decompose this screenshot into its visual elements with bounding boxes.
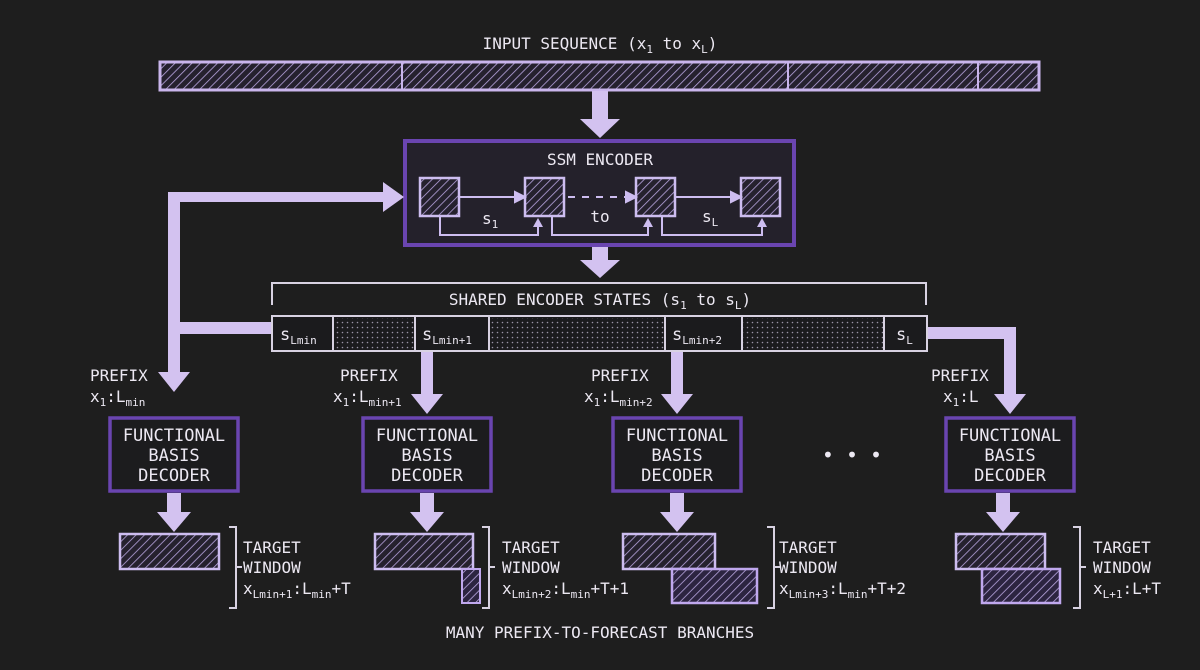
state-label-s1: s1 [482, 209, 498, 231]
target-label: WINDOW [779, 558, 837, 577]
ssm-state-cell [634, 176, 677, 218]
arrow-up-icon [757, 218, 767, 227]
target-label: WINDOW [243, 558, 301, 577]
target-window-shift [670, 567, 759, 605]
input-sequence-title: INPUT SEQUENCE (x1 to xL) [483, 34, 718, 56]
target-label: WINDOW [502, 558, 560, 577]
decoder-label-line: FUNCTIONAL [376, 426, 478, 446]
target-range: xLmin+3:Lmin+T+2 [779, 579, 906, 601]
branch: PREFIX x1:Lmin FUNCTIONAL BASIS DECODER … [90, 366, 351, 609]
branch: PREFIX x1:Lmin+1 FUNCTIONAL BASIS DECODE… [333, 366, 629, 609]
target-range: xLmin+1:Lmin+T [243, 579, 351, 601]
arrow-down-icon [411, 352, 443, 414]
prefix-label: PREFIX [931, 366, 989, 385]
state-label-to: to [590, 207, 609, 226]
prefix-label: PREFIX [90, 366, 148, 385]
decoder-label-line: FUNCTIONAL [959, 426, 1061, 446]
decoder-label-line: FUNCTIONAL [626, 426, 728, 446]
skip-connection [661, 217, 763, 236]
target-range: xL+1:L+T [1093, 579, 1161, 601]
arrow-down-icon [580, 247, 620, 278]
input-sequence-bar [158, 60, 1041, 92]
ssm-state-cell [418, 176, 461, 218]
ssm-state-cell [739, 176, 782, 218]
arrow-down-icon [157, 493, 191, 532]
footer-caption: MANY PREFIX-TO-FORECAST BRANCHES [446, 623, 754, 642]
shared-states-row: sLmin sLmin+1 sLmin+2 sL [271, 315, 928, 352]
arrow-up-icon [643, 218, 653, 227]
state-label-sL: sL [702, 207, 719, 229]
target-bracket [1073, 526, 1081, 609]
target-bracket [767, 526, 775, 609]
decoder-label-line: DECODER [138, 466, 210, 486]
state-cell-label: sLmin+2 [672, 325, 722, 347]
functional-basis-decoder [944, 416, 1076, 493]
shared-states-title: SHARED ENCODER STATES (s1 to sL) [449, 290, 751, 312]
target-bracket [229, 526, 237, 609]
prefix-range: x1:Lmin [90, 387, 145, 409]
states-gap-fill [489, 318, 665, 349]
states-gap-fill [333, 318, 415, 349]
ssm-state-cell [523, 176, 566, 218]
ssm-encoder-title: SSM ENCODER [547, 150, 653, 169]
skip-connection [551, 217, 649, 236]
skip-connection [439, 217, 539, 236]
state-cell-label: sL [896, 325, 913, 347]
target-window-block [373, 532, 475, 571]
prefix-label: PREFIX [340, 366, 398, 385]
state-cell-label: sLmin+1 [422, 325, 472, 347]
target-range: xLmin+2:Lmin+T+1 [502, 579, 629, 601]
target-label: TARGET [502, 538, 560, 557]
arrow-down-icon [158, 372, 190, 392]
functional-basis-decoder [108, 416, 240, 493]
functional-basis-decoder [361, 416, 493, 493]
branch: PREFIX x1:L FUNCTIONAL BASIS DECODER TAR… [931, 366, 1161, 609]
arrow-right-icon [730, 190, 744, 204]
target-label: WINDOW [1093, 558, 1151, 577]
arrow-down-icon [661, 352, 693, 414]
functional-basis-decoder [611, 416, 743, 493]
target-window-block [954, 532, 1047, 571]
arrow-down-icon [986, 493, 1020, 532]
shared-states-bracket [271, 282, 927, 305]
branch: PREFIX x1:Lmin+2 FUNCTIONAL BASIS DECODE… [584, 366, 906, 609]
decoder-label-line: BASIS [651, 446, 702, 466]
arrow-right-icon [625, 190, 639, 204]
arrow-down-icon [660, 493, 694, 532]
target-window-shift [980, 567, 1062, 605]
arrow-down-icon [580, 91, 620, 138]
target-window-block [621, 532, 717, 571]
target-window-block [118, 532, 221, 571]
branch-arrow-last [928, 327, 1026, 414]
arrow-right-icon [514, 190, 528, 204]
target-window-shift [461, 568, 481, 604]
state-cell-label: sLmin [280, 325, 317, 347]
states-gap-fill [742, 318, 884, 349]
prefix-range: x1:Lmin+1 [333, 387, 402, 409]
decoder-label-line: FUNCTIONAL [123, 426, 225, 446]
target-label: TARGET [243, 538, 301, 557]
decoder-label-line: BASIS [984, 446, 1035, 466]
decoder-label-line: BASIS [148, 446, 199, 466]
decoder-label-line: DECODER [974, 466, 1046, 486]
feedback-loop-arrow [168, 182, 404, 372]
target-bracket [482, 526, 490, 609]
prefix-label: PREFIX [591, 366, 649, 385]
prefix-range: x1:Lmin+2 [584, 387, 653, 409]
prefix-range: x1:L [943, 387, 979, 409]
target-label: TARGET [779, 538, 837, 557]
ssm-encoder: SSM ENCODER s1 to sL [403, 139, 796, 247]
ellipsis-icon: • • • [822, 443, 882, 467]
decoder-label-line: BASIS [401, 446, 452, 466]
decoder-label-line: DECODER [391, 466, 463, 486]
arrow-down-icon [410, 493, 444, 532]
target-label: TARGET [1093, 538, 1151, 557]
arrow-up-icon [533, 218, 543, 227]
decoder-label-line: DECODER [641, 466, 713, 486]
